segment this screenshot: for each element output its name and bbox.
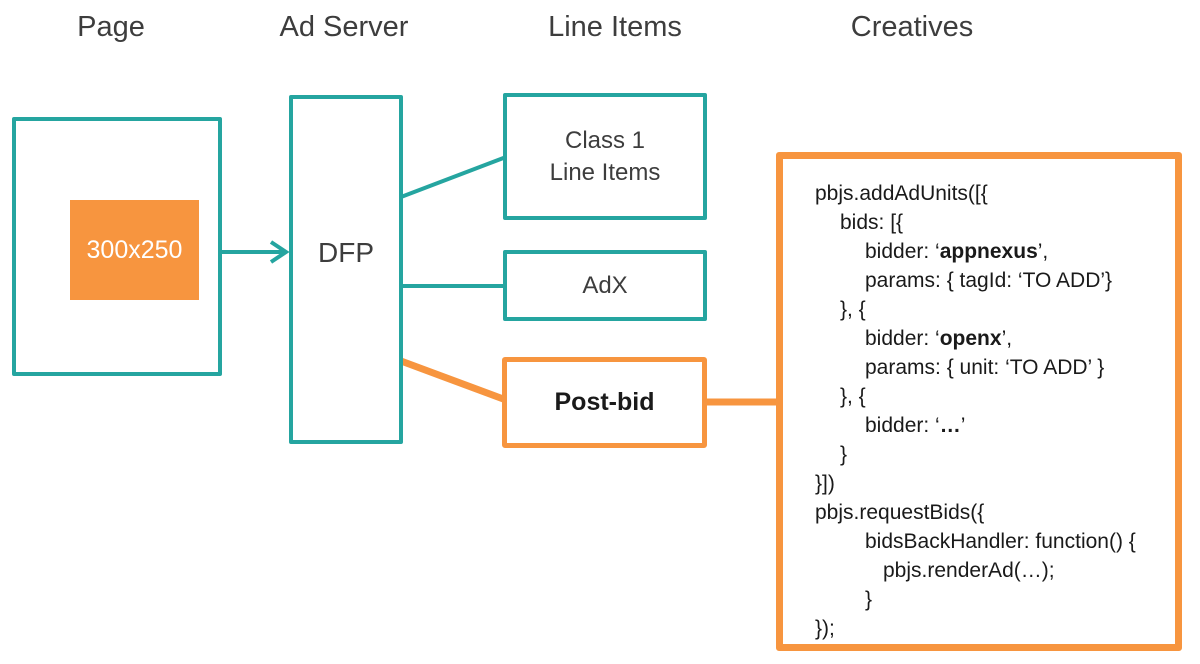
adx-box: AdX	[503, 250, 707, 321]
class1-label: Class 1 Line Items	[550, 125, 661, 189]
code-line: bidder: ‘openx’,	[865, 327, 1013, 350]
code-line: bidsBackHandler: function() {	[865, 530, 1136, 553]
code-line: params: { tagId: ‘TO ADD’}	[865, 269, 1113, 292]
class1-label-line2: Line Items	[549, 158, 661, 186]
post-bid-box: Post-bid	[502, 357, 707, 448]
class1-line-items-box: Class 1 Line Items	[503, 93, 707, 220]
connector-dfp-to-postbid	[399, 357, 508, 404]
ad-slot-300x250: 300x250	[70, 200, 199, 300]
adx-label: AdX	[582, 271, 628, 299]
connector-dfp-to-class1	[400, 155, 507, 199]
code-line: }	[865, 588, 873, 611]
code-line: bidder: ‘…’	[865, 414, 966, 437]
dfp-label: DFP	[318, 236, 374, 268]
column-header-page: Page	[77, 11, 145, 43]
code-line: }])	[815, 472, 835, 495]
column-header-ad-server: Ad Server	[279, 11, 409, 43]
code-line: pbjs.addAdUnits([{	[815, 182, 988, 205]
column-header-line-items: Line Items	[548, 11, 682, 43]
code-line: }, {	[840, 298, 866, 321]
code-line: }	[840, 443, 848, 466]
column-header-creatives: Creatives	[850, 11, 974, 43]
post-bid-label: Post-bid	[554, 388, 655, 416]
class1-label-line1: Class 1	[564, 126, 646, 154]
creatives-code-box: pbjs.addAdUnits([{ bids: [{ bidder: ‘appne…	[776, 152, 1182, 651]
arrowhead-adslot-to-dfp-icon	[269, 240, 290, 264]
code-line: pbjs.requestBids({	[815, 501, 985, 524]
code-line: bidder: ‘appnexus’,	[865, 240, 1049, 263]
code-line: });	[815, 617, 835, 640]
code-line: bids: [{	[840, 211, 904, 234]
code-line: }, {	[840, 385, 866, 408]
dfp-box: DFP	[289, 95, 403, 444]
code-line: pbjs.renderAd(…);	[883, 559, 1055, 582]
code-line: params: { unit: ‘TO ADD’ }	[865, 356, 1105, 379]
code-lines: pbjs.addAdUnits([{ bids: [{ bidder: ‘appne…	[815, 179, 1165, 643]
